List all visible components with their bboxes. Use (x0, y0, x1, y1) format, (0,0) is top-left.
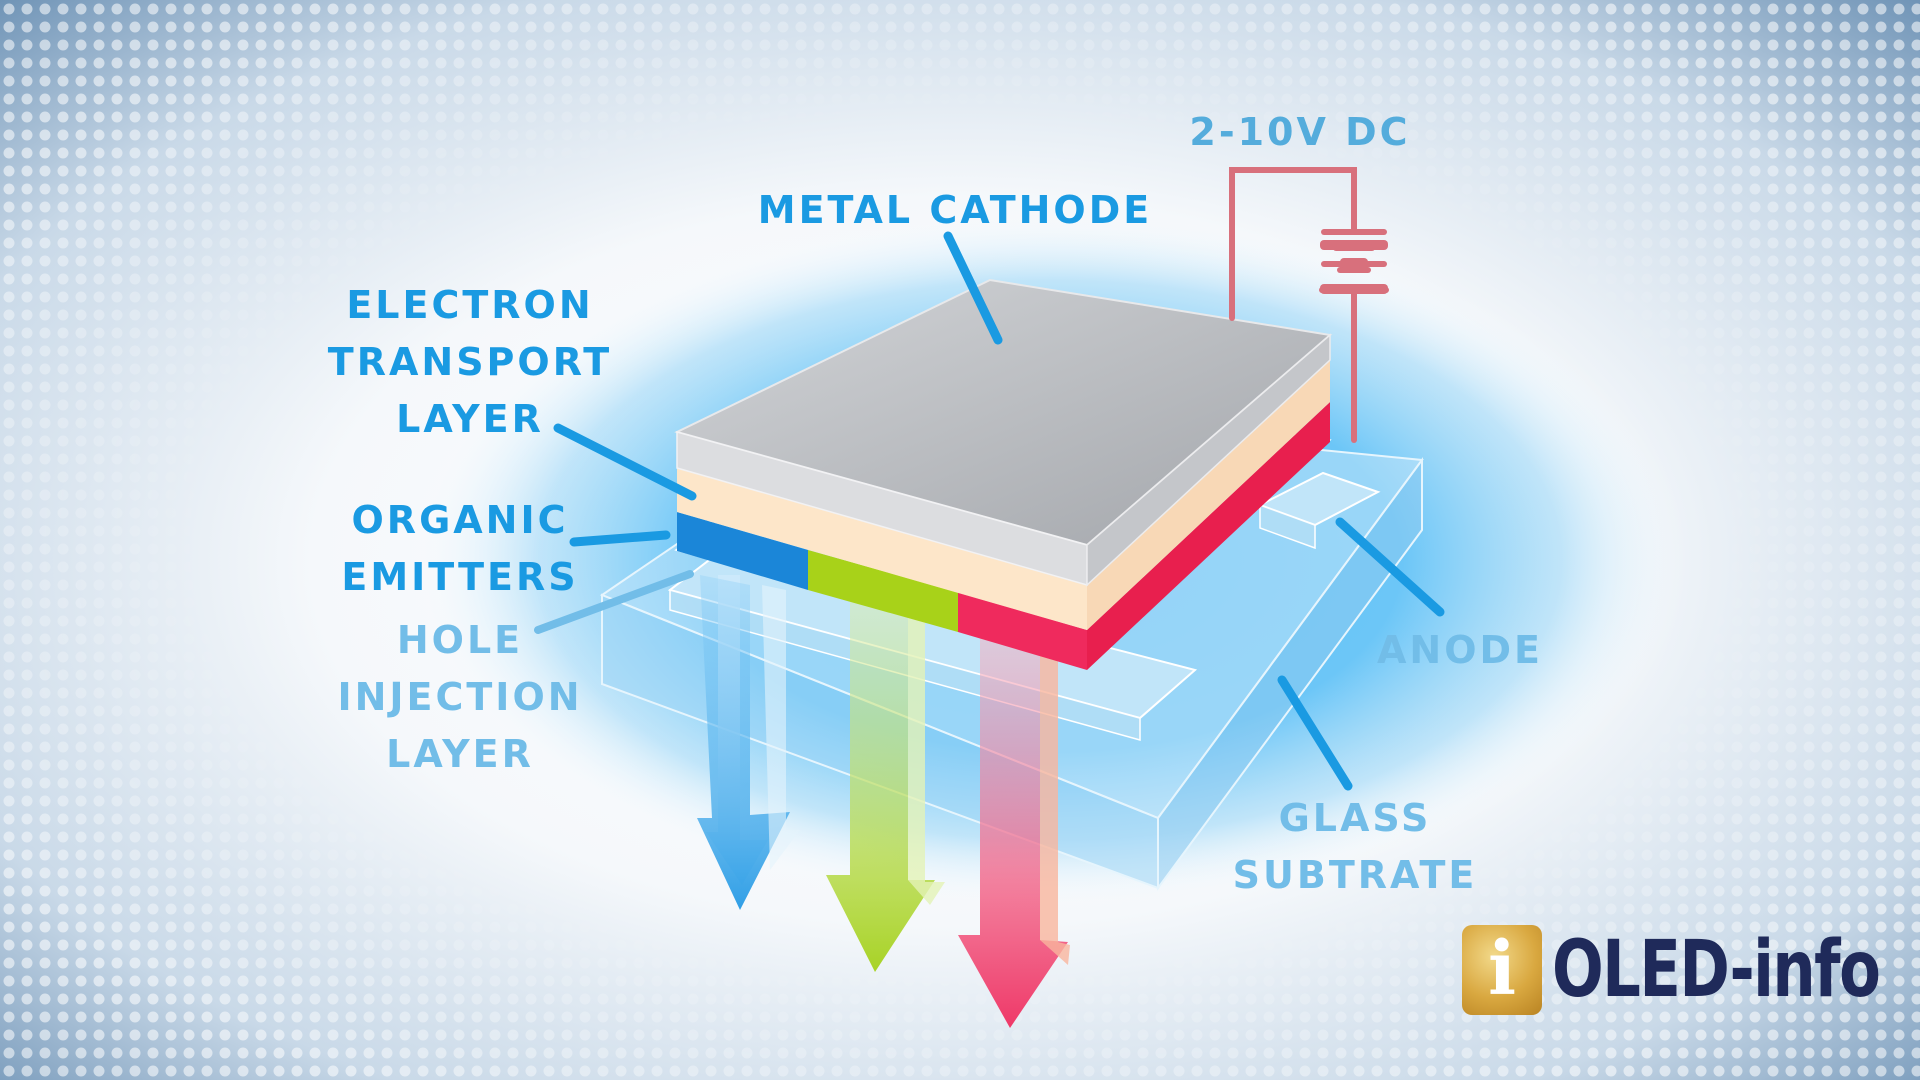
metal-cathode (674, 278, 1333, 587)
leader-electron-transport (553, 423, 697, 501)
label-anode: ANODE (1376, 628, 1544, 672)
leader-anode (1335, 517, 1445, 617)
label-organic-emitters: ORGANIC EMITTERS (341, 498, 579, 599)
leader-hole-injection (534, 570, 694, 634)
electron-transport-layer (677, 360, 1330, 630)
blue-light-arrow (697, 575, 800, 910)
oled-info-logo: i OLED-info (1462, 920, 1920, 1020)
label-glass-substrate: GLASS SUBTRATE (1232, 796, 1478, 897)
emitter-blue (677, 512, 808, 590)
emitter-green (808, 550, 958, 632)
logo-badge-icon: i (1462, 925, 1542, 1015)
logo-text: OLED-info (1552, 925, 1881, 1015)
battery-icon (1320, 240, 1388, 294)
emitter-red-side (1087, 402, 1330, 670)
leader-organic-emitters (569, 530, 671, 547)
leader-metal-cathode (943, 231, 1003, 345)
label-hole-injection-layer: HOLE INJECTION LAYER (337, 618, 583, 776)
leader-lines (553, 231, 1445, 791)
logo-badge-letter: i (1487, 926, 1517, 1012)
label-electron-transport-layer: ELECTRON TRANSPORT LAYER (327, 283, 613, 441)
label-metal-cathode: METAL CATHODE (757, 188, 1153, 232)
emitter-red (958, 592, 1087, 670)
red-light-arrow (958, 600, 1070, 1028)
leader-glass-substrate (1277, 675, 1353, 791)
light-arrows (697, 575, 1070, 1028)
voltage-label: 2-10V DC (1189, 110, 1411, 154)
green-light-arrow (826, 585, 945, 972)
